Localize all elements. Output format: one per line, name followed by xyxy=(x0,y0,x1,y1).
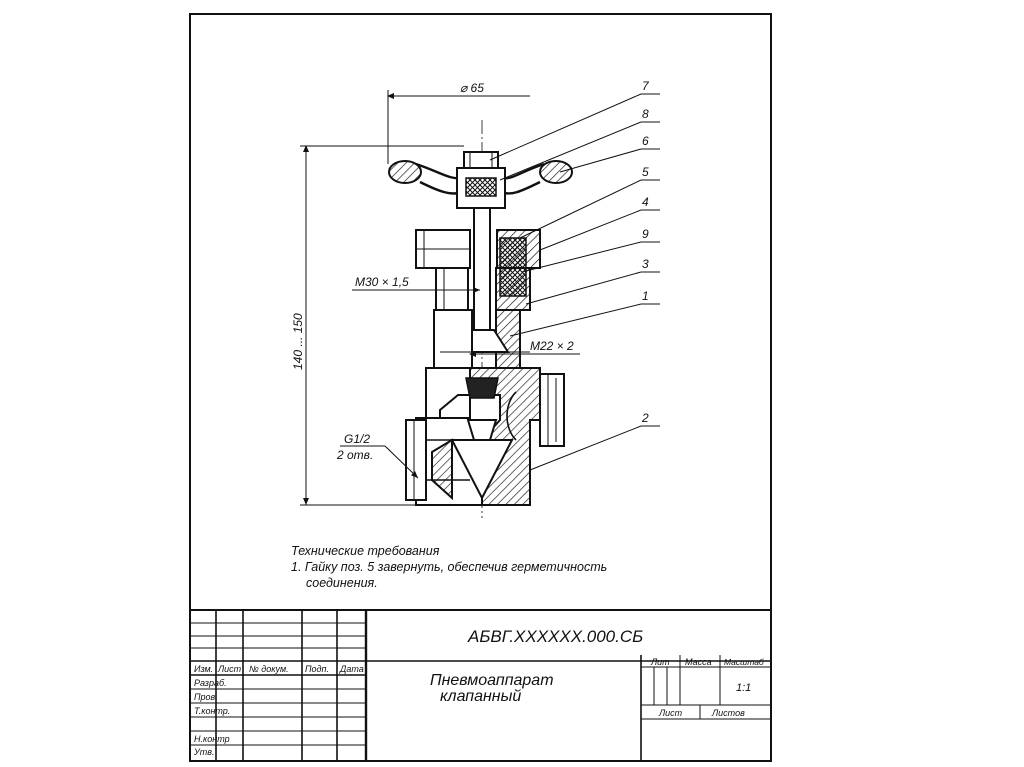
position-callouts: 7 8 6 5 4 9 3 1 2 xyxy=(489,79,660,471)
dim-thread-top: M30 × 1,5 xyxy=(355,275,409,289)
dimensions: ⌀ 65 140 ... 150 M30 × 1,5 M22 × 2 G1/2 … xyxy=(291,81,580,506)
document-designation: АБВГ.XXXXXX.000.СБ xyxy=(467,627,643,646)
column-izm: Изм. xyxy=(194,664,213,674)
title-block: АБВГ.XXXXXX.000.СБ Пневмоаппарат клапанн… xyxy=(189,609,772,762)
dim-pipe-holes: 2 отв. xyxy=(336,448,373,462)
scale-value: 1:1 xyxy=(736,682,751,694)
column-date: Дата xyxy=(339,664,364,674)
requirement-item-continuation: соединения. xyxy=(306,576,378,590)
position-label: 8 xyxy=(642,107,649,121)
row-checked: Пров. xyxy=(194,692,218,702)
requirement-item: 1. Гайку поз. 5 завернуть, обеспечив гер… xyxy=(291,560,607,574)
sheets-label: Листов xyxy=(711,708,745,718)
position-label: 3 xyxy=(642,257,649,271)
row-norm-control: Н.контр xyxy=(194,734,230,744)
row-tech-control: Т.контр. xyxy=(194,706,230,716)
position-label: 6 xyxy=(642,134,649,148)
dim-thread-mid: M22 × 2 xyxy=(530,339,574,353)
sheet-label: Лист xyxy=(658,708,683,718)
dim-pipe-thread: G1/2 xyxy=(344,432,370,446)
position-label: 9 xyxy=(642,227,649,241)
position-label: 4 xyxy=(642,195,649,209)
document-name-line2: клапанный xyxy=(440,688,521,705)
document-name-line1: Пневмоаппарат xyxy=(430,672,554,689)
row-developed: Разраб. xyxy=(194,678,227,688)
position-label: 1 xyxy=(642,289,649,303)
mass-label: Масса xyxy=(685,657,712,667)
letter-label: Лит xyxy=(650,657,670,667)
scale-label: Масштаб xyxy=(724,657,765,667)
valve-assembly-drawing xyxy=(388,120,573,518)
dim-height: 140 ... 150 xyxy=(291,313,305,370)
position-label: 7 xyxy=(642,79,650,93)
dim-diameter: ⌀ 65 xyxy=(460,81,484,95)
column-doc-number: № докум. xyxy=(249,664,289,674)
column-signature: Подп. xyxy=(305,664,329,674)
technical-requirements: Технические требования 1. Гайку поз. 5 з… xyxy=(291,544,607,590)
position-label: 5 xyxy=(642,165,649,179)
position-label: 2 xyxy=(641,411,649,425)
requirements-heading: Технические требования xyxy=(291,544,440,558)
column-list: Лист xyxy=(217,664,242,674)
row-approved: Утв. xyxy=(193,747,214,757)
